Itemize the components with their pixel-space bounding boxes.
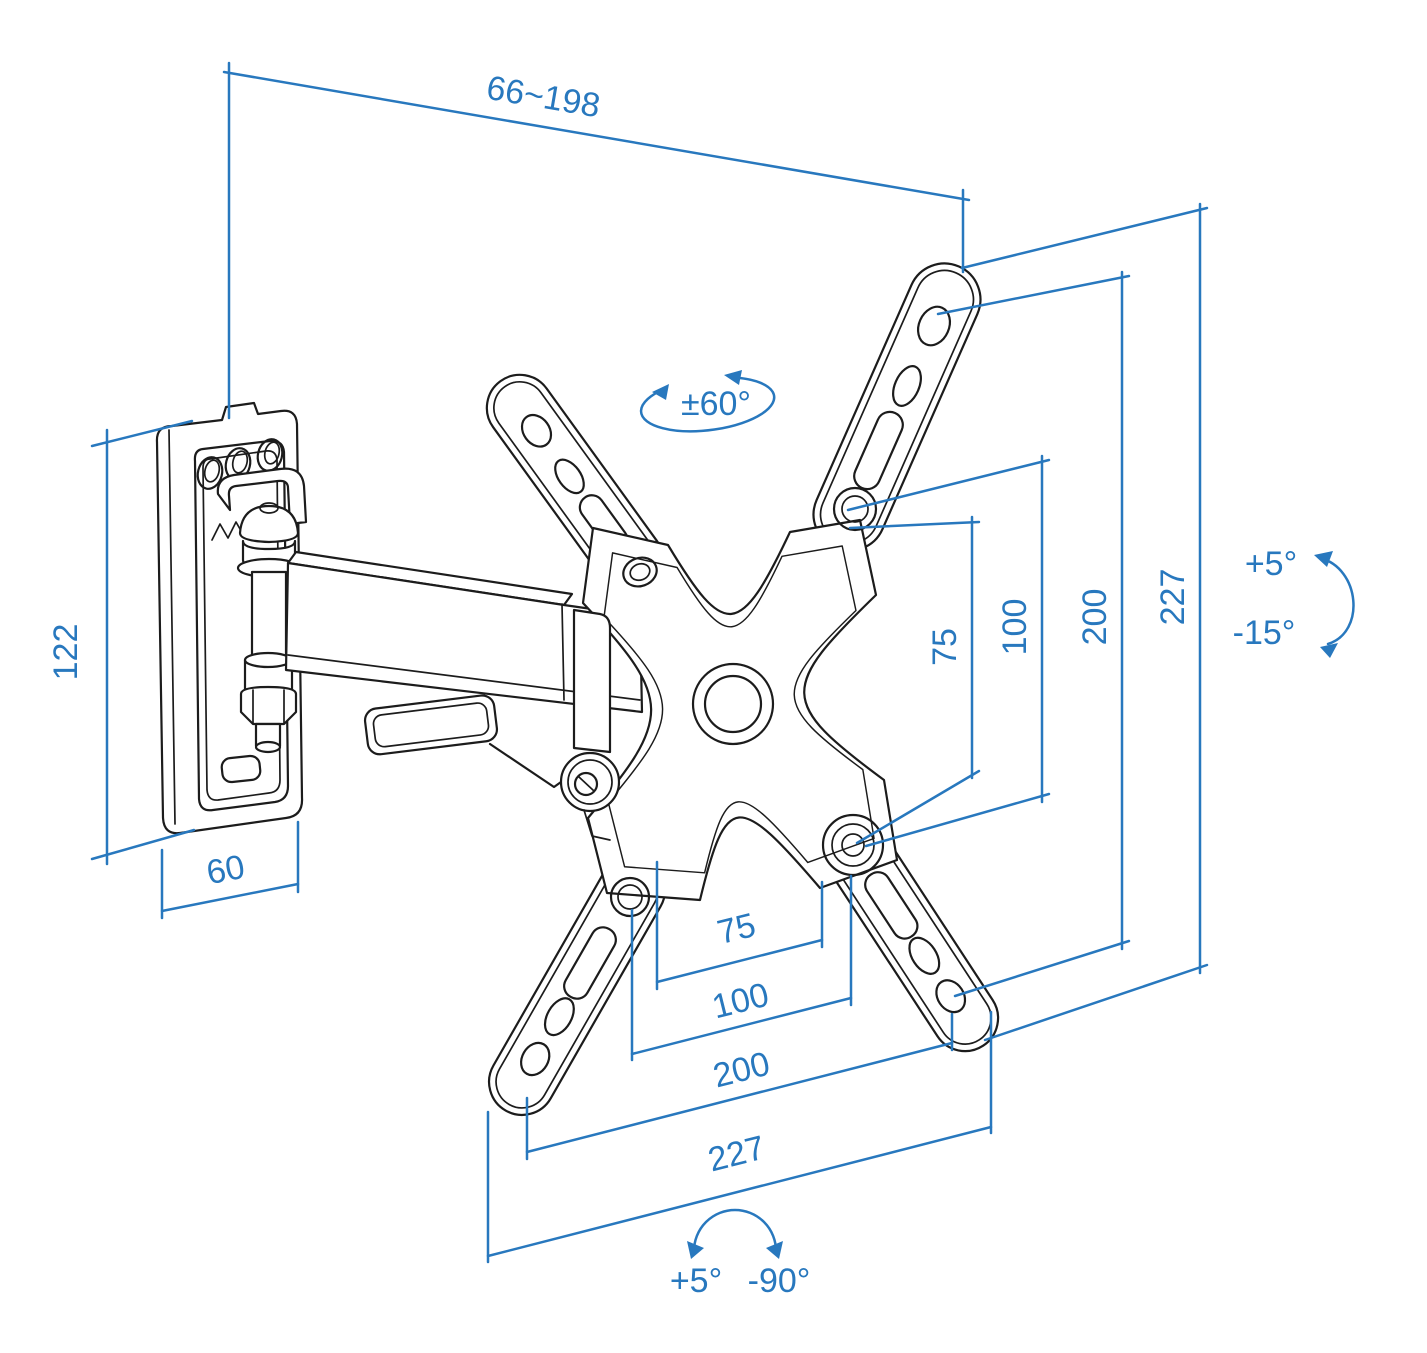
dim-label-tilt-up: +5° (1245, 545, 1297, 583)
arm-slot (864, 871, 919, 940)
arm-slot (563, 926, 617, 1000)
dim-right-vesa100: 100 (846, 454, 1051, 848)
dim-bottom-vesa75: 75 (655, 860, 824, 991)
wall-plate-inner-frame (193, 439, 290, 812)
pad-bolt-upper-right (832, 486, 878, 532)
swivel-arrowhead-left (652, 384, 669, 400)
dim-arm-extension: 66~198 (222, 61, 971, 420)
dim-label-right-vesa100: 100 (996, 599, 1034, 656)
dim-label-swivel: ±60° (681, 385, 751, 423)
dim-plate-width: 60 (160, 820, 300, 920)
dim-label-right-vesa75: 75 (926, 628, 964, 666)
arm-oval-hole (554, 458, 585, 495)
dim-plate-height: 122 (47, 419, 196, 866)
dim-label-right-vesa200: 200 (1076, 589, 1114, 646)
pivot-bolt (573, 771, 599, 797)
dim-label-plate-height: 122 (47, 624, 85, 681)
dim-swivel: ±60° (639, 370, 776, 433)
vesa-plate (581, 518, 899, 902)
pivot-knuckle (559, 751, 621, 813)
arm-oval-hole (908, 936, 941, 975)
dim-roll: +5° -90° (670, 1208, 811, 1300)
dim-label-plate-width: 60 (203, 848, 247, 893)
wall-plate-bottom-slot (220, 754, 262, 784)
dim-tilt: +5° -15° (1233, 545, 1355, 658)
hinge-strap (216, 467, 308, 526)
arm-slot (853, 410, 904, 491)
pad-bolt-lower-left (609, 876, 651, 918)
tilt-arrowhead-up (1314, 551, 1333, 567)
arm-tip-hole (520, 1041, 551, 1077)
arm-tip-hole (520, 413, 553, 448)
swivel-arrowhead-right (724, 370, 742, 385)
arm-tip-hole (935, 979, 967, 1014)
vesa-pad-fasteners (609, 486, 885, 918)
dim-right-vesa200: 200 (936, 270, 1131, 998)
hinge-shaft (250, 570, 288, 666)
tilt-arrowhead-down (1320, 643, 1338, 658)
dim-label-bottom-vesa75: 75 (714, 906, 760, 952)
arm-oval-hole (543, 997, 575, 1037)
dim-label-arm-extension: 66~198 (484, 69, 603, 126)
dome-nut (238, 504, 300, 544)
dim-label-roll-down: -90° (748, 1262, 811, 1300)
dim-right-vesa75: 75 (848, 515, 981, 845)
cable-clip (363, 694, 499, 756)
pad-boss-lower-right (821, 813, 885, 877)
wall-plate-screw-holes (196, 438, 284, 490)
dim-label-bottom-overall: 227 (704, 1129, 768, 1180)
dim-label-bottom-vesa100: 100 (708, 976, 772, 1027)
vesa-arm-upper-right (812, 262, 982, 552)
dim-label-roll-up: +5° (670, 1262, 722, 1300)
arm-pivot-bracket (559, 608, 621, 841)
dim-bottom-vesa100: 100 (630, 874, 853, 1062)
hex-nut (239, 685, 298, 726)
arm-oval-hole (892, 365, 922, 407)
wall-plate-side-edge (168, 429, 176, 825)
dim-label-right-overall: 227 (1154, 569, 1192, 626)
clip-hook (488, 742, 570, 789)
dim-right-overall: 227 (960, 202, 1209, 1042)
dim-label-bottom-vesa200: 200 (709, 1045, 773, 1096)
roll-arrowhead-left (687, 1241, 704, 1259)
pad-hole-upper-left (622, 556, 658, 588)
arm-tip-hole (916, 305, 952, 347)
roll-arrowhead-right (766, 1241, 783, 1259)
dim-label-tilt-down: -15° (1233, 614, 1296, 652)
